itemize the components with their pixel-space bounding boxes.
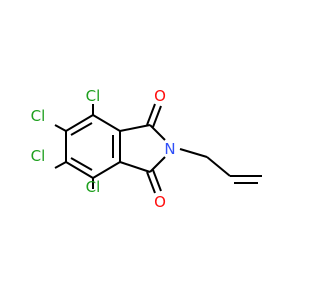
bond-ring-c4-c3a — [92, 114, 121, 132]
bond-n-ch2 — [179, 148, 208, 158]
atom-o-bottom: O — [154, 193, 166, 211]
structure-drawing: Cl Cl Cl Cl O O N — [31, 87, 262, 211]
bond-ring-c7a-c7 — [92, 161, 121, 179]
bond-c6-cl — [54, 161, 67, 169]
atom-cl-upper-left: Cl — [31, 107, 46, 125]
atom-cl-bottom: Cl — [86, 178, 101, 196]
atom-o-top: O — [154, 87, 166, 105]
molecule-canvas: Cl Cl Cl Cl O O N — [31, 87, 262, 211]
bond-c1-n — [149, 124, 166, 141]
bond-c5-cl — [54, 124, 67, 132]
bond-c3-o-bottom-b — [152, 169, 162, 192]
bonds — [54, 103, 262, 194]
bond-ring-c5-c4 — [65, 114, 94, 132]
bond-ring-c5-c4-inner — [70, 122, 93, 136]
bond-c3-n — [149, 156, 166, 173]
bond-c1-o-top-b — [152, 105, 162, 128]
bond-c1-o-top-a — [146, 103, 156, 126]
atom-n: N — [164, 140, 175, 158]
bond-c3-o-bottom-a — [146, 171, 156, 194]
bond-c7a-c3 — [119, 161, 151, 173]
bond-ring-c7-c6-inner — [70, 157, 93, 171]
bond-ch2-ch — [206, 156, 231, 177]
atom-cl-lower-left: Cl — [31, 147, 46, 165]
atom-labels: Cl Cl Cl Cl O O N — [31, 87, 176, 211]
atom-cl-top: Cl — [86, 87, 101, 105]
bond-c3a-c1 — [119, 124, 151, 132]
bond-ring-c7-c6 — [65, 161, 94, 179]
